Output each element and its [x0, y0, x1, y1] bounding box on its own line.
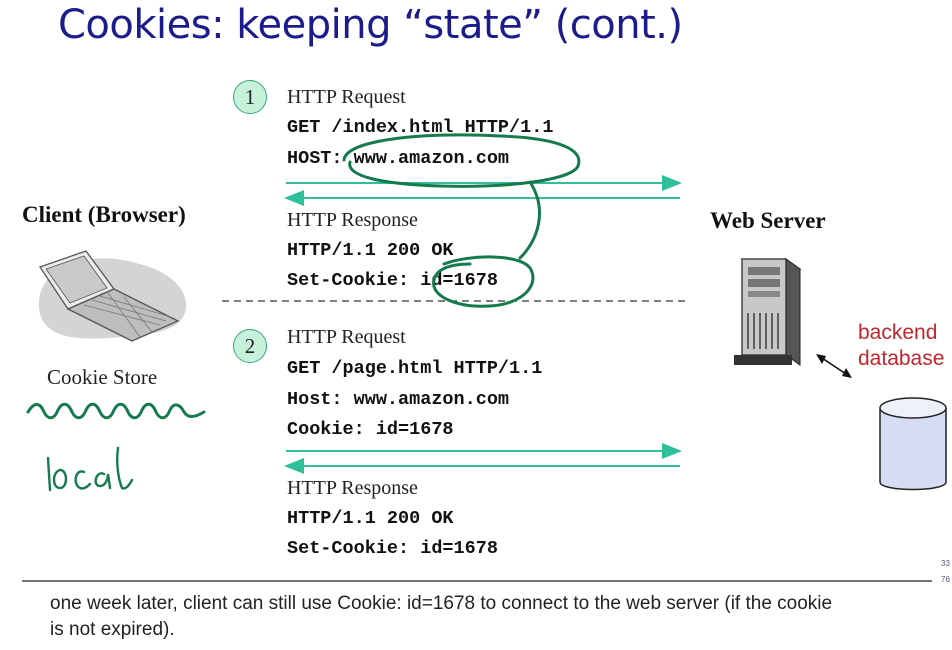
request-line: GET /page.html HTTP/1.1: [287, 358, 543, 379]
server-label: Web Server: [710, 208, 826, 233]
response-label: HTTP Response: [287, 477, 418, 499]
step-1-badge: 1: [233, 80, 267, 114]
request-label: HTTP Request: [287, 326, 406, 348]
pen-connector: [518, 180, 541, 260]
pen-circle-cookie: [432, 255, 535, 308]
response-line: Set-Cookie: id=1678: [287, 270, 498, 291]
side-mark: 76: [941, 575, 950, 584]
request-line: Cookie: id=1678: [287, 419, 454, 440]
side-page-marks: 33 76: [941, 556, 950, 588]
client-label: Client (Browser): [22, 202, 186, 227]
pen-circle-host: [342, 133, 581, 188]
handwritten-annotation: [26, 402, 206, 492]
backend-line: backend: [858, 321, 938, 344]
response-label: HTTP Response: [287, 209, 418, 231]
footer-note: one week later, client can still use Coo…: [50, 593, 833, 640]
side-mark: 33: [941, 559, 950, 568]
request-line: GET /index.html HTTP/1.1: [287, 117, 554, 138]
laptop-icon: [38, 250, 187, 342]
server-icon: [734, 258, 802, 366]
response-line: Set-Cookie: id=1678: [287, 538, 498, 559]
database-icon: [879, 397, 947, 491]
response-line: HTTP/1.1 200 OK: [287, 240, 454, 261]
request-line: HOST: www.amazon.com: [287, 148, 510, 169]
request-label: HTTP Request: [287, 86, 406, 108]
step-2-badge: 2: [233, 329, 267, 363]
backend-database-label: backend database: [858, 320, 944, 372]
database-line: database: [858, 347, 945, 370]
cookie-store-label: Cookie Store: [47, 365, 158, 389]
db-connector: [821, 357, 847, 375]
request-line: Host: www.amazon.com: [287, 389, 510, 410]
slide-title: Cookies: keeping “state” (cont.): [58, 2, 683, 48]
response-line: HTTP/1.1 200 OK: [287, 508, 454, 529]
